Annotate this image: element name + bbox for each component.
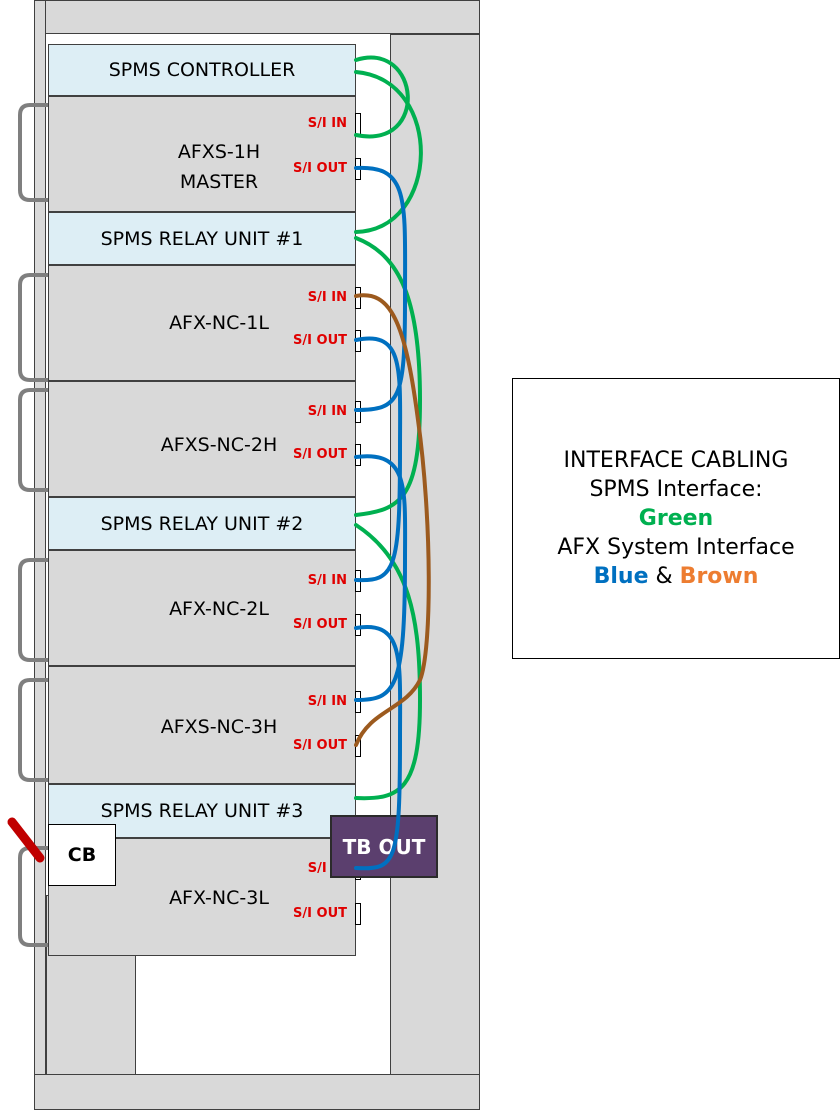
unit-afxs-nc-2h: AFXS-NC-2H S/I IN S/I OUT: [48, 381, 361, 497]
unit-afxs-1h-master: AFXS-1H MASTER S/I IN S/I OUT: [48, 96, 361, 212]
cb-lever-icon: [7, 817, 45, 863]
module-label: SPMS RELAY UNIT #2: [100, 512, 304, 535]
tb-out-label: TB OUT: [342, 834, 426, 859]
rack-right-rail: [390, 34, 480, 1094]
legend-blue-brown-line: Blue & Brown: [594, 562, 759, 591]
spms-controller: SPMS CONTROLLER: [48, 44, 356, 96]
port-out-connector: [355, 330, 361, 352]
port-out-label: S/I OUT: [293, 906, 347, 921]
port-in-label: S/I IN: [307, 116, 347, 131]
legend-afx-heading: AFX System Interface: [557, 535, 795, 560]
legend-spms-heading: SPMS Interface:: [589, 477, 763, 502]
port-out-connector: [355, 903, 361, 925]
module-label: SPMS RELAY UNIT #3: [100, 800, 304, 822]
module-label: AFX-NC-2L: [169, 598, 269, 620]
module-label: AFX-NC-1L: [169, 312, 269, 334]
handle-icon: [18, 273, 48, 382]
cb-label: CB: [67, 844, 97, 866]
spms-relay-unit-2: SPMS RELAY UNIT #2: [48, 497, 356, 550]
module-label: AFXS-NC-2H: [160, 434, 278, 456]
handle-icon: [18, 103, 48, 202]
handle-icon: [18, 678, 48, 782]
module-label: AFX-NC-3L: [169, 887, 269, 909]
legend-box: INTERFACE CABLING SPMS Interface: Green …: [512, 378, 840, 659]
module-label: AFXS-NC-3H: [160, 716, 278, 738]
handle-icon: [18, 558, 48, 662]
port-in-connector: [355, 401, 361, 423]
unit-afxs-nc-3h: AFXS-NC-3H S/I IN S/I OUT: [48, 666, 361, 784]
rack-top-rail: [34, 0, 480, 34]
port-out-label: S/I OUT: [293, 333, 347, 348]
handle-icon: [18, 388, 48, 492]
port-out-label: S/I OUT: [293, 161, 347, 176]
port-out-connector: [355, 444, 361, 466]
port-in-connector: [355, 570, 361, 592]
port-out-connector: [355, 614, 361, 636]
port-in-label: S/I IN: [307, 404, 347, 419]
legend-green-label: Green: [638, 506, 714, 531]
legend-blue-label: Blue: [593, 564, 649, 589]
module-label: AFXS-1H MASTER: [177, 141, 261, 193]
handle-icon: [18, 846, 48, 947]
legend-brown-label: Brown: [679, 564, 759, 589]
port-in-connector: [355, 113, 361, 135]
port-in-label: S/I IN: [307, 290, 347, 305]
legend-title: INTERFACE CABLING: [563, 448, 789, 473]
rack-bottom-rail: [34, 1074, 480, 1110]
port-in-label: S/I IN: [307, 573, 347, 588]
port-in-label: S/I IN: [307, 694, 347, 709]
port-out-label: S/I OUT: [293, 447, 347, 462]
module-label: SPMS CONTROLLER: [108, 59, 296, 81]
port-out-connector: [355, 735, 361, 757]
module-label: SPMS RELAY UNIT #1: [100, 227, 304, 250]
legend-amp: &: [655, 564, 673, 589]
unit-afx-nc-1l: AFX-NC-1L S/I IN S/I OUT: [48, 265, 361, 381]
tb-out-block: TB OUT: [330, 815, 438, 878]
unit-afx-nc-2l: AFX-NC-2L S/I IN S/I OUT: [48, 550, 361, 666]
port-out-connector: [355, 158, 361, 180]
handles: [18, 103, 48, 947]
spms-relay-unit-1: SPMS RELAY UNIT #1: [48, 212, 356, 265]
port-out-label: S/I OUT: [293, 617, 347, 632]
port-in-connector: [355, 287, 361, 309]
port-out-label: S/I OUT: [293, 738, 347, 753]
cb-breaker: CB: [48, 824, 116, 886]
port-in-connector: [355, 691, 361, 713]
